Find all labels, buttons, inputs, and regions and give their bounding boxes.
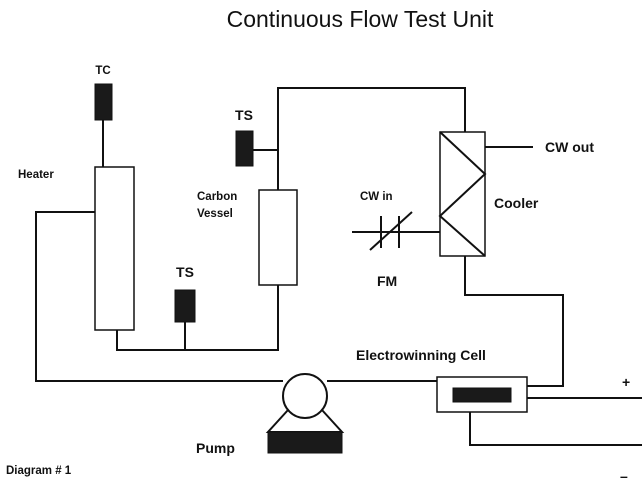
carbon-vessel	[258, 189, 298, 286]
diagram-caption: Diagram # 1	[6, 465, 72, 477]
cw-in-label: CW in	[360, 191, 393, 203]
carbon-vessel-label-line1: Carbon	[197, 191, 237, 203]
ts-bottom-label: TS	[176, 264, 194, 280]
flow-meter-valve	[369, 211, 413, 251]
tc-sensor	[94, 83, 113, 121]
cw-out-label: CW out	[545, 139, 594, 155]
heater-vessel	[94, 166, 135, 331]
ts-top-label: TS	[235, 107, 253, 123]
cooler-label: Cooler	[494, 195, 539, 211]
ts-sensor-top	[235, 130, 254, 167]
pump-base	[267, 431, 343, 454]
fm-label: FM	[377, 273, 397, 289]
piping	[35, 87, 642, 446]
heater-label: Heater	[18, 169, 54, 181]
ts-sensor-bottom	[174, 289, 196, 323]
diagram-title: Continuous Flow Test Unit	[227, 6, 494, 32]
carbon-vessel-label-line2: Vessel	[197, 208, 233, 220]
tc-label: TC	[95, 65, 110, 77]
pump-label: Pump	[196, 440, 235, 456]
electrode	[452, 387, 512, 403]
plus-terminal: +	[622, 374, 630, 390]
minus-terminal: –	[620, 468, 628, 484]
cooler-exchanger	[438, 131, 487, 257]
pump-body	[282, 373, 328, 419]
electrowinning-label: Electrowinning Cell	[356, 347, 486, 363]
